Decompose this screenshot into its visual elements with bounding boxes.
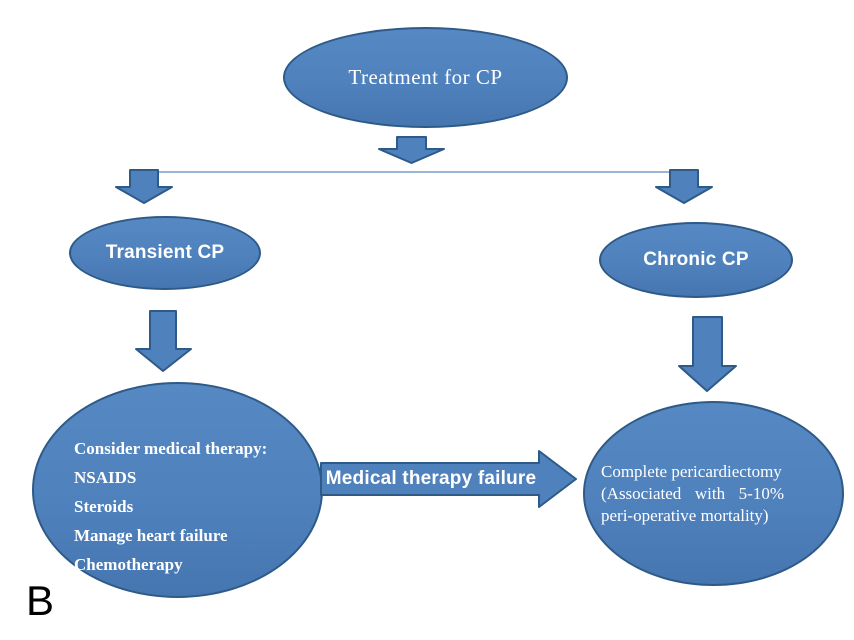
node-transient-label: Transient CP bbox=[105, 242, 225, 263]
medical-therapy-line: Manage heart failure bbox=[74, 526, 228, 545]
node-pericardiectomy-text: Complete pericardiectomy (Associated wit… bbox=[601, 461, 816, 527]
panel-label: B bbox=[26, 577, 55, 624]
node-medical-therapy bbox=[32, 382, 323, 598]
node-treatment-label: Treatment for CP bbox=[348, 65, 503, 89]
node-chronic-label: Chronic CP bbox=[643, 249, 749, 270]
pericardiectomy-line: Complete pericardiectomy bbox=[601, 462, 782, 481]
medical-therapy-line: NSAIDS bbox=[74, 468, 137, 487]
failure-arrow-label: Medical therapy failure bbox=[325, 468, 537, 489]
medical-therapy-line: Consider medical therapy: bbox=[74, 439, 268, 458]
down-arrow-icon bbox=[678, 316, 737, 392]
down-arrow-icon bbox=[115, 169, 173, 204]
down-arrow-icon bbox=[135, 310, 192, 372]
node-chronic-cp: Chronic CP bbox=[599, 222, 793, 298]
pericardiectomy-line: (Associated with 5-10% bbox=[601, 484, 784, 503]
right-arrow-icon bbox=[320, 450, 577, 508]
branch-connector-line bbox=[146, 171, 686, 173]
pericardiectomy-line: peri-operative mortality) bbox=[601, 506, 769, 525]
down-arrow-icon bbox=[655, 169, 713, 204]
node-transient-cp: Transient CP bbox=[69, 216, 261, 290]
down-arrow-icon bbox=[378, 136, 445, 164]
node-treatment-for-cp: Treatment for CP bbox=[283, 27, 568, 128]
node-medical-therapy-text: Consider medical therapy: NSAIDS Steroid… bbox=[74, 434, 289, 579]
medical-therapy-line: Chemotherapy bbox=[74, 555, 183, 574]
node-pericardiectomy bbox=[583, 401, 844, 586]
medical-therapy-line: Steroids bbox=[74, 497, 134, 516]
